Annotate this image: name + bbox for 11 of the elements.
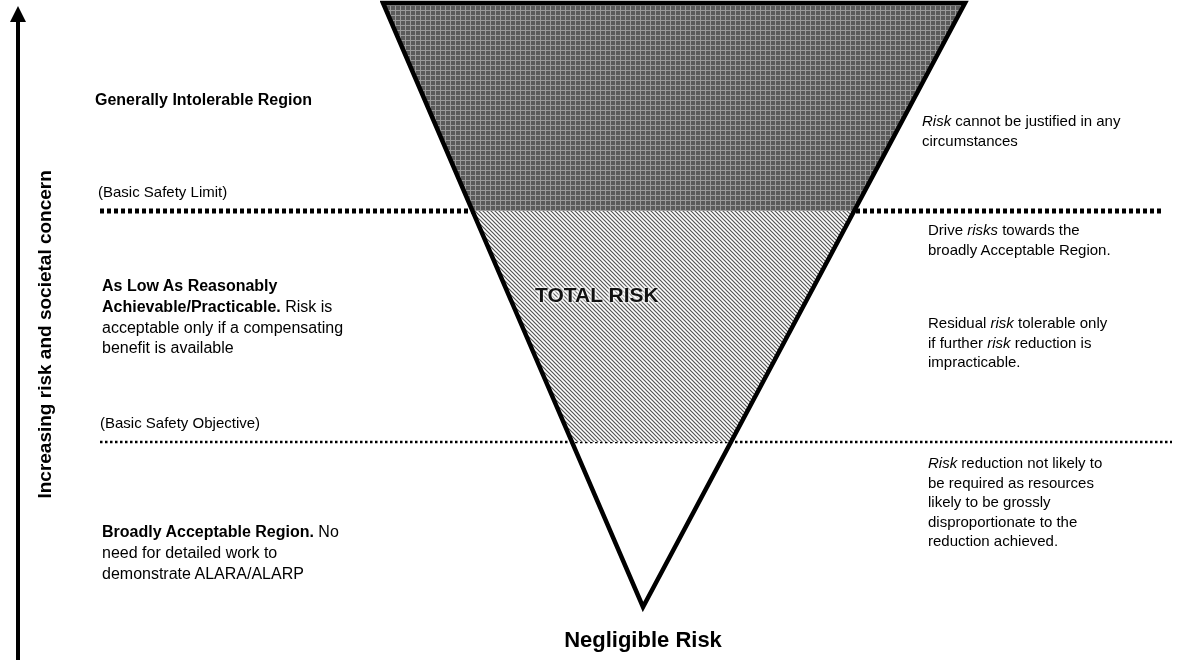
region-note: Risk reduction not likely to be required as resources likely to be grossly disproportionate to the reduction achieved. [928, 453, 1104, 551]
region-note: Risk cannot be justified in any circumstances [922, 111, 1122, 150]
apex-caption: Negligible Risk [563, 626, 723, 654]
region-heading: Generally Intolerable Region [95, 90, 313, 110]
limit-label: (Basic Safety Limit) [98, 182, 229, 202]
region-note: Residual risk tolerable only if further risk reduction is impracticable. [928, 313, 1108, 372]
objective-label: (Basic Safety Objective) [100, 413, 262, 433]
region-description: Broadly Acceptable Region. No need for detailed work to demonstrate ALARA/ALARP [102, 522, 340, 584]
region-note: Drive risks towards the broadly Acceptable Region. [928, 220, 1112, 259]
region-description: As Low As Reasonably Achievable/Practicable. Risk is acceptable only if a compensating benefit is available [102, 276, 345, 359]
axis-label: Increasing risk and societal concern [32, 169, 56, 501]
